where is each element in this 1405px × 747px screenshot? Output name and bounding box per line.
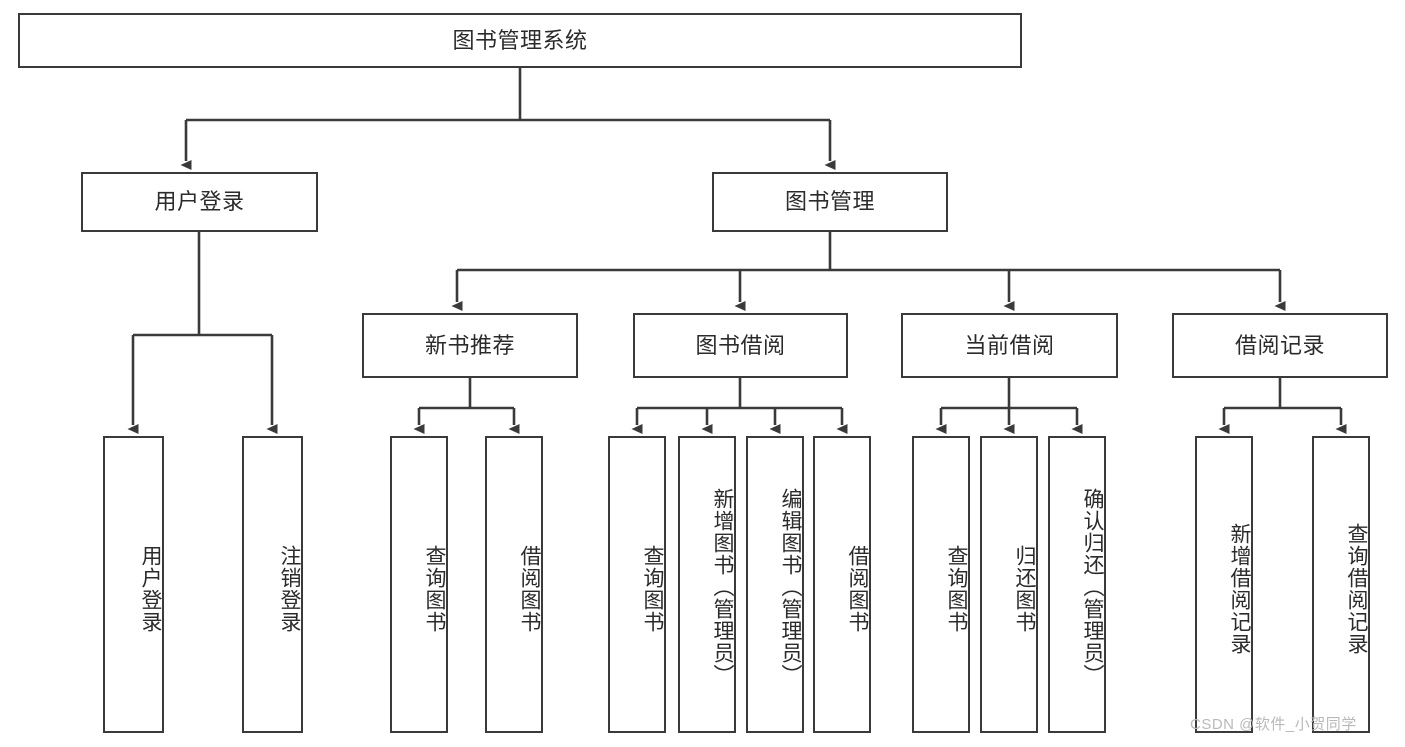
leaf-user-login[interactable]: 用户登录 bbox=[103, 436, 164, 733]
node-label: 新增借阅记录 bbox=[1228, 522, 1251, 655]
leaf-confirm-return-admin[interactable]: 确认归还（管理员） bbox=[1048, 436, 1106, 733]
node-label: 查询借阅记录 bbox=[1345, 522, 1368, 655]
node-label: 图书管理 bbox=[784, 189, 875, 215]
node-label: 归还图书 bbox=[1013, 544, 1036, 633]
node-label: 查询图书 bbox=[945, 544, 968, 633]
node-label: 当前借阅 bbox=[964, 332, 1055, 358]
node-label: 用户登录 bbox=[139, 544, 162, 633]
node-label: 用户登录 bbox=[154, 189, 245, 215]
node-label: 借阅记录 bbox=[1234, 332, 1325, 358]
node-user-login[interactable]: 用户登录 bbox=[81, 172, 318, 232]
node-label: 图书借阅 bbox=[695, 332, 786, 358]
leaf-return-book[interactable]: 归还图书 bbox=[980, 436, 1038, 733]
node-borrow-records[interactable]: 借阅记录 bbox=[1172, 313, 1388, 378]
leaf-query-book-recommend[interactable]: 查询图书 bbox=[390, 436, 448, 733]
leaf-borrow-book[interactable]: 借阅图书 bbox=[813, 436, 871, 733]
node-label: 编辑图书（管理员） bbox=[779, 487, 802, 686]
node-root-system[interactable]: 图书管理系统 bbox=[18, 13, 1022, 68]
leaf-add-book-admin[interactable]: 新增图书（管理员） bbox=[678, 436, 736, 733]
node-label: 借阅图书 bbox=[846, 544, 869, 633]
node-label: 查询图书 bbox=[641, 544, 664, 633]
node-label: 注销登录 bbox=[278, 544, 301, 633]
node-book-management[interactable]: 图书管理 bbox=[712, 172, 948, 232]
watermark-text: CSDN @软件_小贺同学 bbox=[1190, 716, 1357, 733]
leaf-add-borrow-record[interactable]: 新增借阅记录 bbox=[1195, 436, 1253, 733]
node-label: 借阅图书 bbox=[518, 544, 541, 633]
leaf-query-borrow-record[interactable]: 查询借阅记录 bbox=[1312, 436, 1370, 733]
leaf-query-book-current[interactable]: 查询图书 bbox=[912, 436, 970, 733]
node-label: 图书管理系统 bbox=[452, 27, 588, 53]
node-book-borrow[interactable]: 图书借阅 bbox=[633, 313, 848, 378]
node-label: 查询图书 bbox=[423, 544, 446, 633]
leaf-edit-book-admin[interactable]: 编辑图书（管理员） bbox=[746, 436, 804, 733]
leaf-logout[interactable]: 注销登录 bbox=[242, 436, 303, 733]
leaf-query-book-borrow[interactable]: 查询图书 bbox=[608, 436, 666, 733]
node-label: 新书推荐 bbox=[424, 332, 515, 358]
node-label: 确认归还（管理员） bbox=[1081, 487, 1104, 686]
node-current-borrow[interactable]: 当前借阅 bbox=[901, 313, 1118, 378]
node-label: 新增图书（管理员） bbox=[711, 487, 734, 686]
leaf-borrow-book-recommend[interactable]: 借阅图书 bbox=[485, 436, 543, 733]
node-new-book-recommend[interactable]: 新书推荐 bbox=[362, 313, 578, 378]
